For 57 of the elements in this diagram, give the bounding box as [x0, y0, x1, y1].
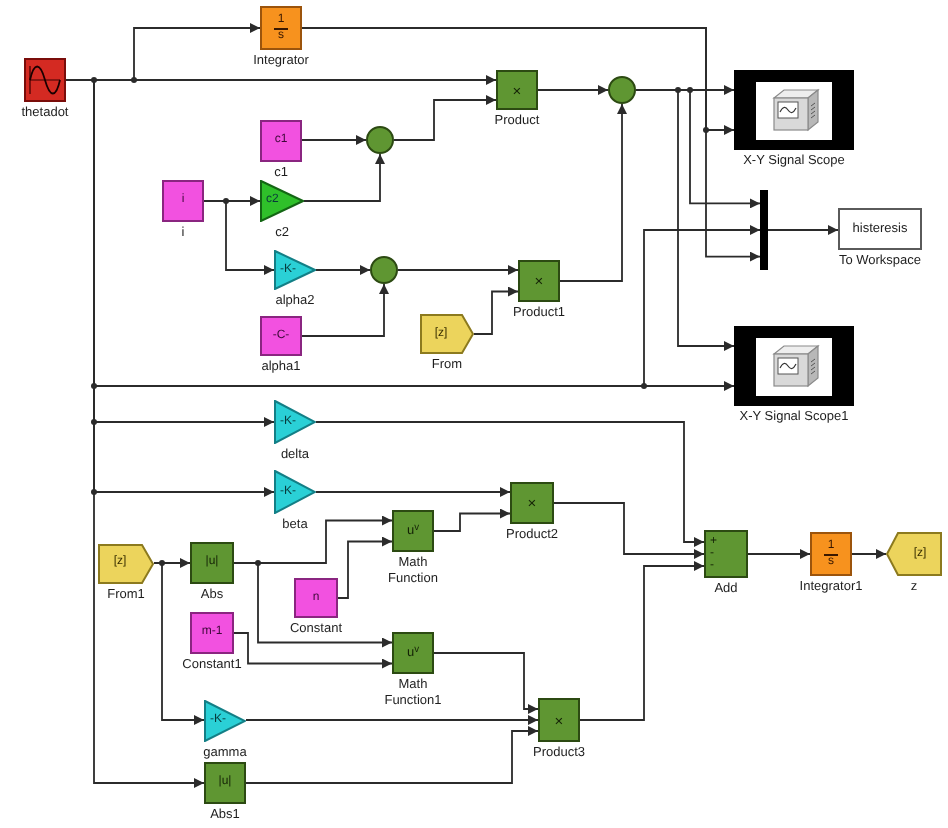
signal-arrow: [433, 652, 539, 714]
signal-arrow: [301, 135, 367, 145]
signal-arrow: [473, 286, 519, 335]
signal-arrow: [537, 85, 609, 95]
signal-arrow: [245, 715, 539, 725]
gain-triangle: [274, 400, 316, 444]
math-function-block: [392, 632, 434, 674]
abs-block: [190, 542, 234, 584]
signal-arrow: [315, 487, 511, 497]
product-block: [510, 482, 554, 524]
from-tag: [98, 543, 154, 583]
signal-arrow: [315, 421, 705, 547]
signal-arrow: [301, 283, 389, 337]
signal-arrow: [635, 89, 735, 351]
signal-arrow: [579, 561, 705, 721]
sum-circle: [370, 256, 398, 284]
signal-arrow: [393, 95, 497, 141]
constant-block: [260, 316, 302, 356]
gain-triangle: [274, 250, 316, 290]
integrator-block: [260, 6, 302, 50]
signal-arrow: [767, 225, 839, 235]
gain-triangle: [274, 470, 316, 514]
product-block: [538, 698, 580, 742]
constant-block: [260, 119, 302, 161]
mux-bar: [760, 190, 768, 270]
signal-arrow: [559, 103, 627, 282]
constant-block: [294, 578, 338, 618]
sum-circle: [366, 126, 394, 154]
signal-arrow: [747, 549, 811, 559]
constant-block: [190, 612, 234, 654]
signal-arrow: [337, 536, 393, 599]
constant-block: [162, 180, 204, 222]
integrator-block: [810, 532, 852, 576]
gain-triangle: [260, 180, 304, 222]
signal-arrow: [397, 265, 519, 275]
workspace-block: [838, 208, 922, 250]
signal-arrow: [233, 632, 393, 669]
signal-arrow: [203, 200, 275, 275]
from-tag: [420, 314, 474, 354]
gain-triangle: [204, 699, 246, 741]
signal-arrow: [153, 562, 205, 725]
signal-arrow: [851, 549, 887, 559]
add-block: [704, 530, 748, 578]
product-block: [518, 260, 560, 302]
product-block: [496, 70, 538, 110]
scope-block: [734, 70, 854, 150]
signal-arrow: [315, 265, 371, 275]
goto-tag: [886, 532, 942, 576]
signal-arrow: [553, 502, 705, 559]
abs-block: [204, 762, 246, 804]
signal-arrow: [303, 153, 385, 202]
signal-arrow: [245, 726, 539, 784]
math-function-block: [392, 510, 434, 552]
signal-arrow: [233, 562, 393, 648]
signal-arrow: [433, 508, 511, 532]
scope-block: [734, 326, 854, 406]
sum-circle: [608, 76, 636, 104]
